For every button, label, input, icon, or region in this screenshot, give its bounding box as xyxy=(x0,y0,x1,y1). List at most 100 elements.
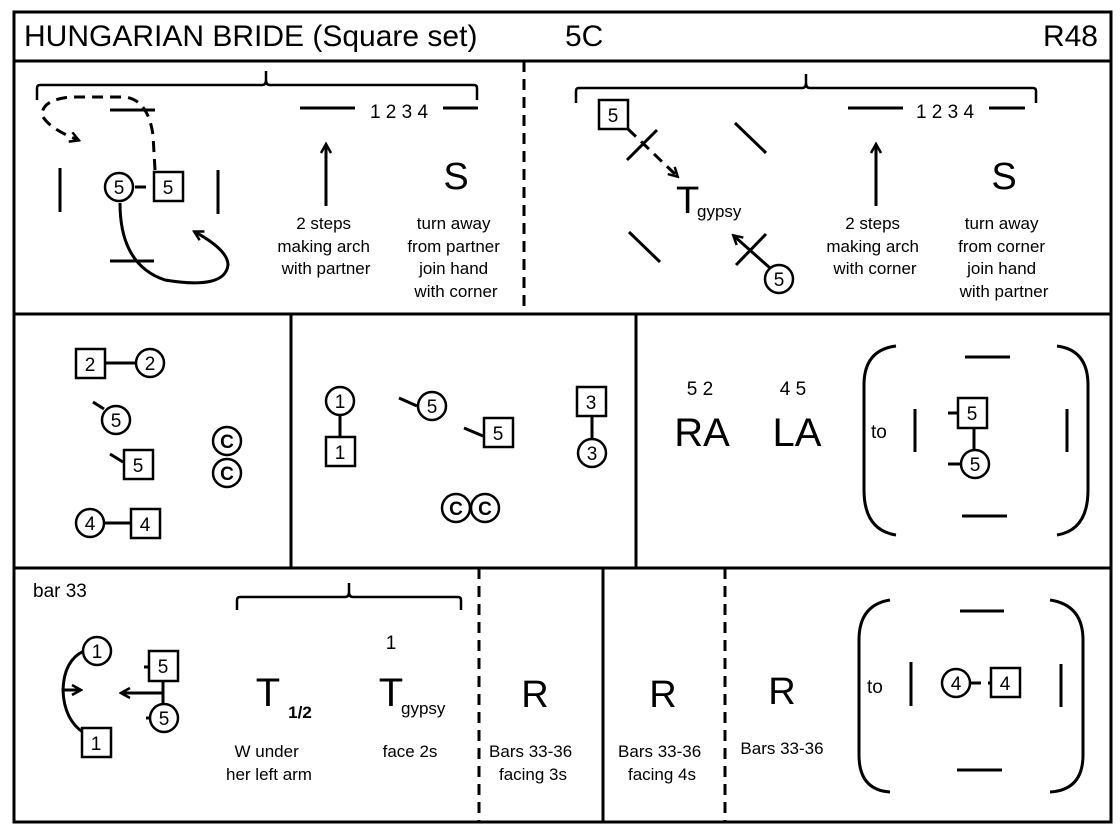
facing-tick xyxy=(398,396,418,408)
set-edge-diag-2 xyxy=(733,121,768,155)
woman-dancer-icon xyxy=(324,385,356,417)
bar-label: bar 33 xyxy=(33,581,87,602)
reel-caption: Bars 33-36 facing 3s xyxy=(489,742,577,784)
count-label: 1 2 3 4 xyxy=(370,102,429,123)
man-dancer-icon xyxy=(956,396,989,430)
to-label: to xyxy=(871,422,887,443)
man-dancer-icon xyxy=(147,649,180,683)
grouping-brace xyxy=(574,74,1038,103)
gypsy-turn-subscript: gypsy xyxy=(401,699,446,718)
dancer-number: 4 xyxy=(85,514,96,535)
dancer-number: 1 xyxy=(92,642,103,663)
facing-tick xyxy=(92,400,105,411)
gypsy-caption: face 2s xyxy=(383,742,438,761)
woman-dancer-icon xyxy=(940,667,972,699)
dancer-number: 2 xyxy=(85,355,96,376)
man-dancer-icon xyxy=(74,347,107,380)
set-edge-diag-3 xyxy=(627,230,662,264)
reel-symbol: R xyxy=(649,674,676,716)
row3-panel2: R Bars 33-36 facing 4s R Bars 33-36 to 4… xyxy=(618,598,1085,794)
left-bracket xyxy=(862,344,897,537)
woman-dancer-number: 5 xyxy=(774,270,785,291)
dancer-number: 5 xyxy=(427,397,438,418)
woman-dancer-number: 5 xyxy=(114,178,125,199)
setting-caption: turn away from partner join hand with co… xyxy=(407,214,504,301)
woman-dancer-icon xyxy=(81,635,113,667)
facing-tick xyxy=(109,452,124,464)
arrow-caption: 2 steps making arch with corner xyxy=(826,214,923,278)
dancer-number: 2 xyxy=(145,354,156,375)
man-dashed-arrow xyxy=(626,127,677,176)
couple1-curve xyxy=(61,649,85,735)
man-dancer-icon xyxy=(122,448,155,481)
row2-panel2: 1 1 5 5 3 3 C C xyxy=(324,385,608,524)
dancer-number: 4 xyxy=(951,674,962,695)
dancer-number: 1 xyxy=(335,443,346,464)
left-hands-across-symbol: LA xyxy=(773,411,822,455)
row1-right-panel: 5 T gypsy 5 1 2 3 4 2 steps making arch … xyxy=(574,74,1050,301)
woman-dancer-icon xyxy=(763,263,795,295)
half-turn-caption: W under her left arm xyxy=(226,742,312,784)
frame xyxy=(12,10,1113,824)
row2-panel3: 5 2 RA 4 5 LA to 5 5 xyxy=(674,344,1090,537)
dancer-number: 5 xyxy=(133,456,144,477)
man-dancer-number: 5 xyxy=(608,106,619,127)
dancer-number: 5 xyxy=(159,709,170,730)
woman-arrow xyxy=(734,236,771,270)
grouping-brace xyxy=(235,583,463,610)
woman-path-arrow xyxy=(118,202,230,285)
turn-subscript: gypsy xyxy=(697,202,742,221)
woman-dancer-icon xyxy=(148,702,180,734)
woman-dancer-icon xyxy=(959,448,991,480)
setting-caption: turn away from corner join hand with par… xyxy=(958,214,1050,301)
left-bracket xyxy=(857,598,891,794)
row3-panel1: bar 33 1 1 5 5 T 1/2 W under her left ar… xyxy=(33,581,577,784)
centre-mark: C xyxy=(449,499,463,520)
dancer-number: 3 xyxy=(586,393,597,414)
man-dancer-icon xyxy=(575,385,608,418)
count-label: 1 2 3 4 xyxy=(916,102,975,123)
to-label: to xyxy=(867,677,883,698)
row1-left-panel: 5 5 1 2 3 4 2 steps making arch with par… xyxy=(35,71,504,301)
man-dancer-icon xyxy=(597,98,630,131)
turn-symbol: T xyxy=(676,180,699,222)
grouping-brace xyxy=(35,71,479,100)
dancer-number: 5 xyxy=(111,411,122,432)
dancer-number: 5 xyxy=(967,404,978,425)
gypsy-dancer-number: 1 xyxy=(386,633,397,654)
dance-title: HUNGARIAN BRIDE (Square set) xyxy=(24,20,477,53)
woman-dancer-icon xyxy=(100,404,132,436)
dancer-number: 1 xyxy=(335,392,346,413)
reel-caption: Bars 33-36 facing 4s xyxy=(618,742,706,784)
dancer-number: 5 xyxy=(970,455,981,476)
formation-label: 5C xyxy=(565,20,603,53)
setting-symbol: S xyxy=(443,156,468,198)
dancer-number: 3 xyxy=(587,444,598,465)
tune-label: R48 xyxy=(1043,20,1098,53)
reel-symbol: R xyxy=(768,671,795,713)
right-bracket xyxy=(1056,344,1090,537)
centre-mark: C xyxy=(220,432,234,453)
centre-mark: C xyxy=(478,499,492,520)
man-dashed-path-arrow xyxy=(40,95,157,171)
centre-marker-icon xyxy=(469,492,501,524)
dancer-number: 1 xyxy=(91,734,102,755)
arrow-caption: 2 steps making arch with partner xyxy=(277,214,374,278)
left-hands-across-dancers: 4 5 xyxy=(780,379,806,400)
woman-dancer-icon xyxy=(134,347,166,379)
woman-dancer-icon xyxy=(576,437,608,469)
reel-symbol: R xyxy=(521,674,548,716)
facing-tick xyxy=(463,426,484,438)
dancer-number: 5 xyxy=(493,424,504,445)
man-dancer-icon xyxy=(989,666,1022,699)
outer-border xyxy=(12,10,1113,824)
right-hands-across-symbol: RA xyxy=(674,411,730,455)
half-turn-symbol: T xyxy=(256,671,280,715)
reel-caption: Bars 33-36 xyxy=(740,739,823,758)
right-hands-across-dancers: 5 2 xyxy=(687,379,713,400)
dancer-number: 5 xyxy=(158,657,169,678)
woman-dancer-icon xyxy=(103,171,135,203)
woman-dancer-icon xyxy=(74,507,106,539)
dancer-number: 4 xyxy=(1000,674,1011,695)
